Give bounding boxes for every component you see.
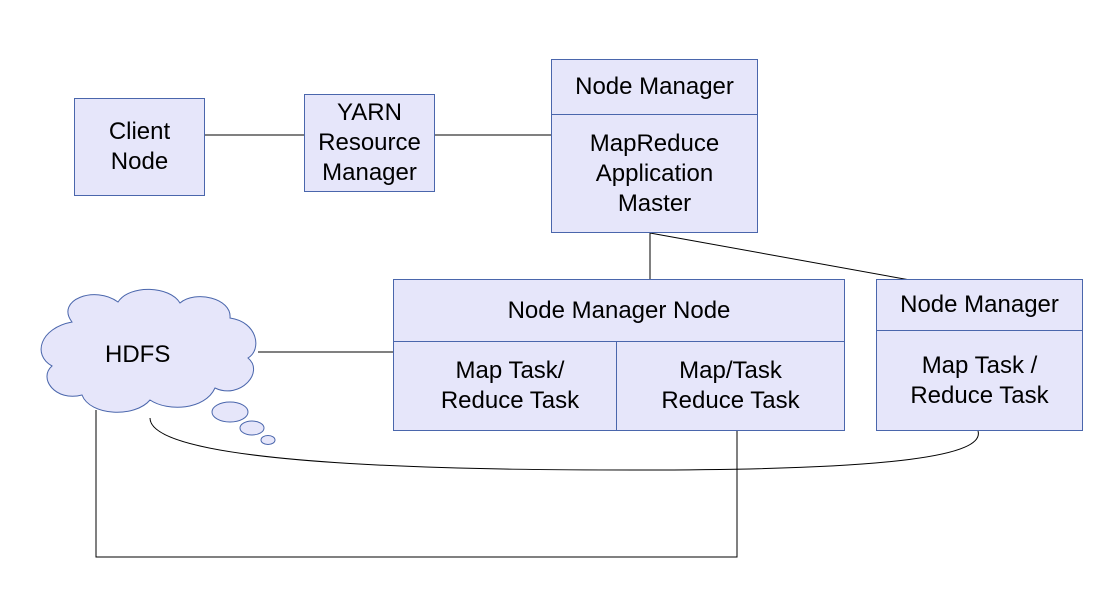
yarn-resource-manager-label: YARN Resource Manager: [318, 99, 421, 186]
node-manager-top[interactable]: Node Manager MapReduce Application Maste…: [551, 59, 758, 233]
node-manager-top-header: Node Manager: [552, 60, 757, 115]
node-manager-node-header: Node Manager Node: [394, 280, 844, 342]
node-manager-right-header: Node Manager: [877, 280, 1082, 331]
edge-appmaster-nmright: [649, 232, 911, 281]
edge-hdfs-task-right: [95, 410, 738, 558]
node-manager-right-task-cell: Map Task / Reduce Task: [877, 331, 1082, 430]
node-manager-node[interactable]: Node Manager Node Map Task/ Reduce Task …: [393, 279, 845, 431]
map-reduce-task-right-cell: Map/Task Reduce Task: [617, 342, 844, 430]
map-reduce-task-left-cell: Map Task/ Reduce Task: [394, 342, 617, 430]
client-node-label: Client Node: [108, 118, 171, 175]
node-manager-right[interactable]: Node Manager Map Task / Reduce Task: [876, 279, 1083, 431]
app-master-cell: MapReduce Application Master: [552, 115, 757, 232]
hdfs-label: HDFS: [105, 341, 171, 368]
edge-hdfs-nmright-curve: [149, 417, 979, 471]
map-reduce-task-left-label: Map Task/ Reduce Task: [440, 357, 580, 414]
map-reduce-task-right-label: Map/Task Reduce Task: [661, 357, 800, 414]
client-node-box[interactable]: Client Node: [74, 98, 205, 196]
app-master-label: MapReduce Application Master: [589, 129, 720, 217]
hdfs-cloud: [40, 288, 276, 445]
node-manager-right-task-label: Map Task / Reduce Task: [910, 351, 1049, 409]
yarn-resource-manager-box[interactable]: YARN Resource Manager: [304, 94, 435, 192]
